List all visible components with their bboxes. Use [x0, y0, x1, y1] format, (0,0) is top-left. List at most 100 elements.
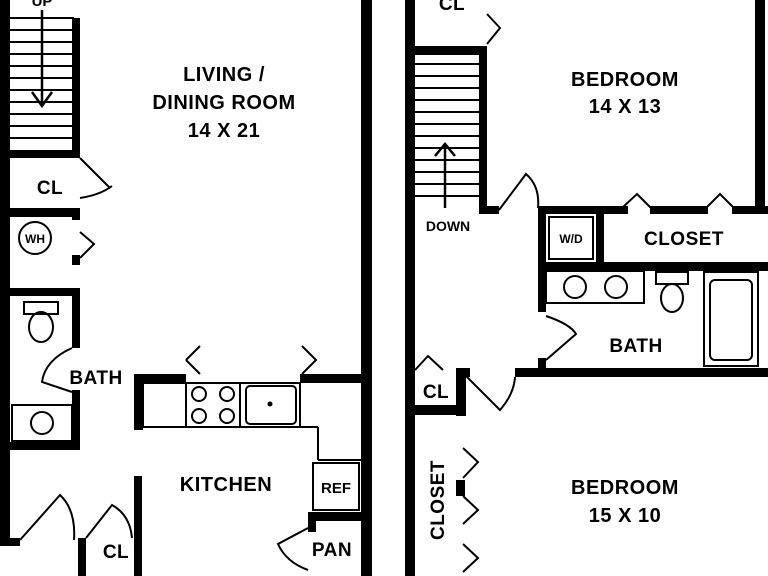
bedroom2-door: [465, 375, 516, 412]
wall: [405, 46, 485, 55]
wall: [134, 374, 143, 430]
wall: [732, 206, 768, 214]
wall: [72, 18, 80, 158]
wall: [134, 374, 186, 383]
closet-door-mark: [705, 192, 735, 209]
bathtub-basin: [709, 279, 753, 361]
wall: [308, 512, 316, 532]
vanity-sink: [604, 275, 628, 299]
wall: [538, 358, 546, 376]
second-floor: CL DOWN BEDROOM 14 X 13 W/D: [405, 0, 768, 576]
pantry-door: [276, 527, 309, 571]
washer-dryer: [548, 216, 594, 260]
wall: [650, 206, 708, 214]
bath-door-upper: [545, 315, 578, 361]
stove: [185, 382, 241, 428]
wall: [0, 442, 80, 450]
window-mark: [301, 345, 318, 375]
refrigerator: [312, 462, 360, 511]
wall: [0, 208, 80, 217]
vanity: [545, 270, 645, 304]
closet-door: [79, 157, 113, 199]
kitchen-label: KITCHEN: [180, 474, 272, 496]
wall: [515, 368, 768, 377]
wall: [300, 374, 365, 383]
refrigerator-label: REF: [321, 480, 351, 497]
door-swing: [79, 231, 96, 259]
stairs-up: [10, 10, 74, 139]
stair-up-label: UP: [32, 0, 53, 10]
wall: [72, 208, 80, 220]
closet-door-mid: [414, 354, 444, 371]
stair-arrow-up: [434, 142, 456, 157]
closet-door-mark: [621, 192, 652, 209]
pantry-label: PAN: [312, 540, 352, 561]
wall: [134, 476, 142, 576]
wall: [538, 262, 546, 312]
wall: [361, 0, 372, 576]
wall: [456, 480, 465, 496]
bath-label-upper: BATH: [609, 336, 662, 357]
wall: [0, 0, 10, 546]
closet-label: CL: [37, 178, 63, 199]
entry-door: [19, 493, 76, 541]
living-room-dimensions: 14 X 21: [188, 120, 260, 142]
wall: [78, 538, 86, 576]
burner: [219, 386, 235, 402]
stairs-down: [415, 63, 479, 208]
closet-door-bottom: [85, 503, 133, 539]
burner: [191, 408, 207, 424]
closet-door-side: [462, 447, 480, 573]
wall: [405, 0, 415, 576]
sink-counter: [11, 404, 73, 442]
bedroom1-label: BEDROOM: [571, 69, 679, 91]
window-mark: [185, 345, 201, 375]
wall: [479, 206, 499, 214]
wall: [72, 390, 80, 450]
burner: [219, 408, 235, 424]
burner: [191, 386, 207, 402]
closet-mid-label: CL: [423, 382, 449, 403]
bedroom1-dimensions: 14 X 13: [589, 96, 661, 118]
wall: [596, 206, 604, 264]
wall: [0, 288, 80, 296]
toilet-bowl-upper: [660, 283, 684, 313]
living-room-label-line2: DINING ROOM: [152, 92, 295, 114]
stair-down-label: DOWN: [426, 218, 470, 234]
toilet-tank: [23, 301, 59, 315]
toilet-bowl: [28, 311, 54, 343]
wall: [456, 368, 466, 416]
water-heater: [18, 221, 52, 255]
living-room-label-line1: LIVING /: [183, 64, 265, 86]
wall: [308, 512, 365, 521]
vanity-sink: [563, 275, 587, 299]
closet-side-label: CLOSET: [428, 460, 449, 540]
sink-basin: [30, 411, 54, 435]
kitchen-sink: [245, 385, 297, 425]
bedroom1-door: [498, 172, 540, 211]
wall: [0, 150, 80, 158]
first-floor: UP CL WH BATH LIVING / DINING ROOM 14 X …: [0, 0, 372, 576]
toilet-tank-upper: [655, 271, 689, 285]
wall: [538, 262, 768, 271]
wall: [538, 206, 628, 214]
closet-bottom-label: CL: [103, 542, 129, 563]
stair-arrow: [30, 91, 54, 109]
wall: [479, 46, 487, 214]
closet-door-top: [486, 13, 502, 45]
wall: [72, 288, 80, 348]
wall: [458, 368, 470, 377]
closet-top-label: CL: [439, 0, 465, 15]
closet-label-right: CLOSET: [644, 229, 724, 250]
wall: [538, 206, 546, 264]
bedroom2-label: BEDROOM: [571, 477, 679, 499]
water-heater-label: WH: [25, 232, 45, 246]
sink-drain: [267, 401, 273, 407]
wall: [755, 0, 765, 214]
wall: [72, 255, 80, 265]
bedroom2-dimensions: 15 X 10: [589, 505, 661, 527]
bathtub: [703, 271, 759, 367]
wall: [405, 405, 465, 415]
bath-door: [40, 347, 73, 393]
